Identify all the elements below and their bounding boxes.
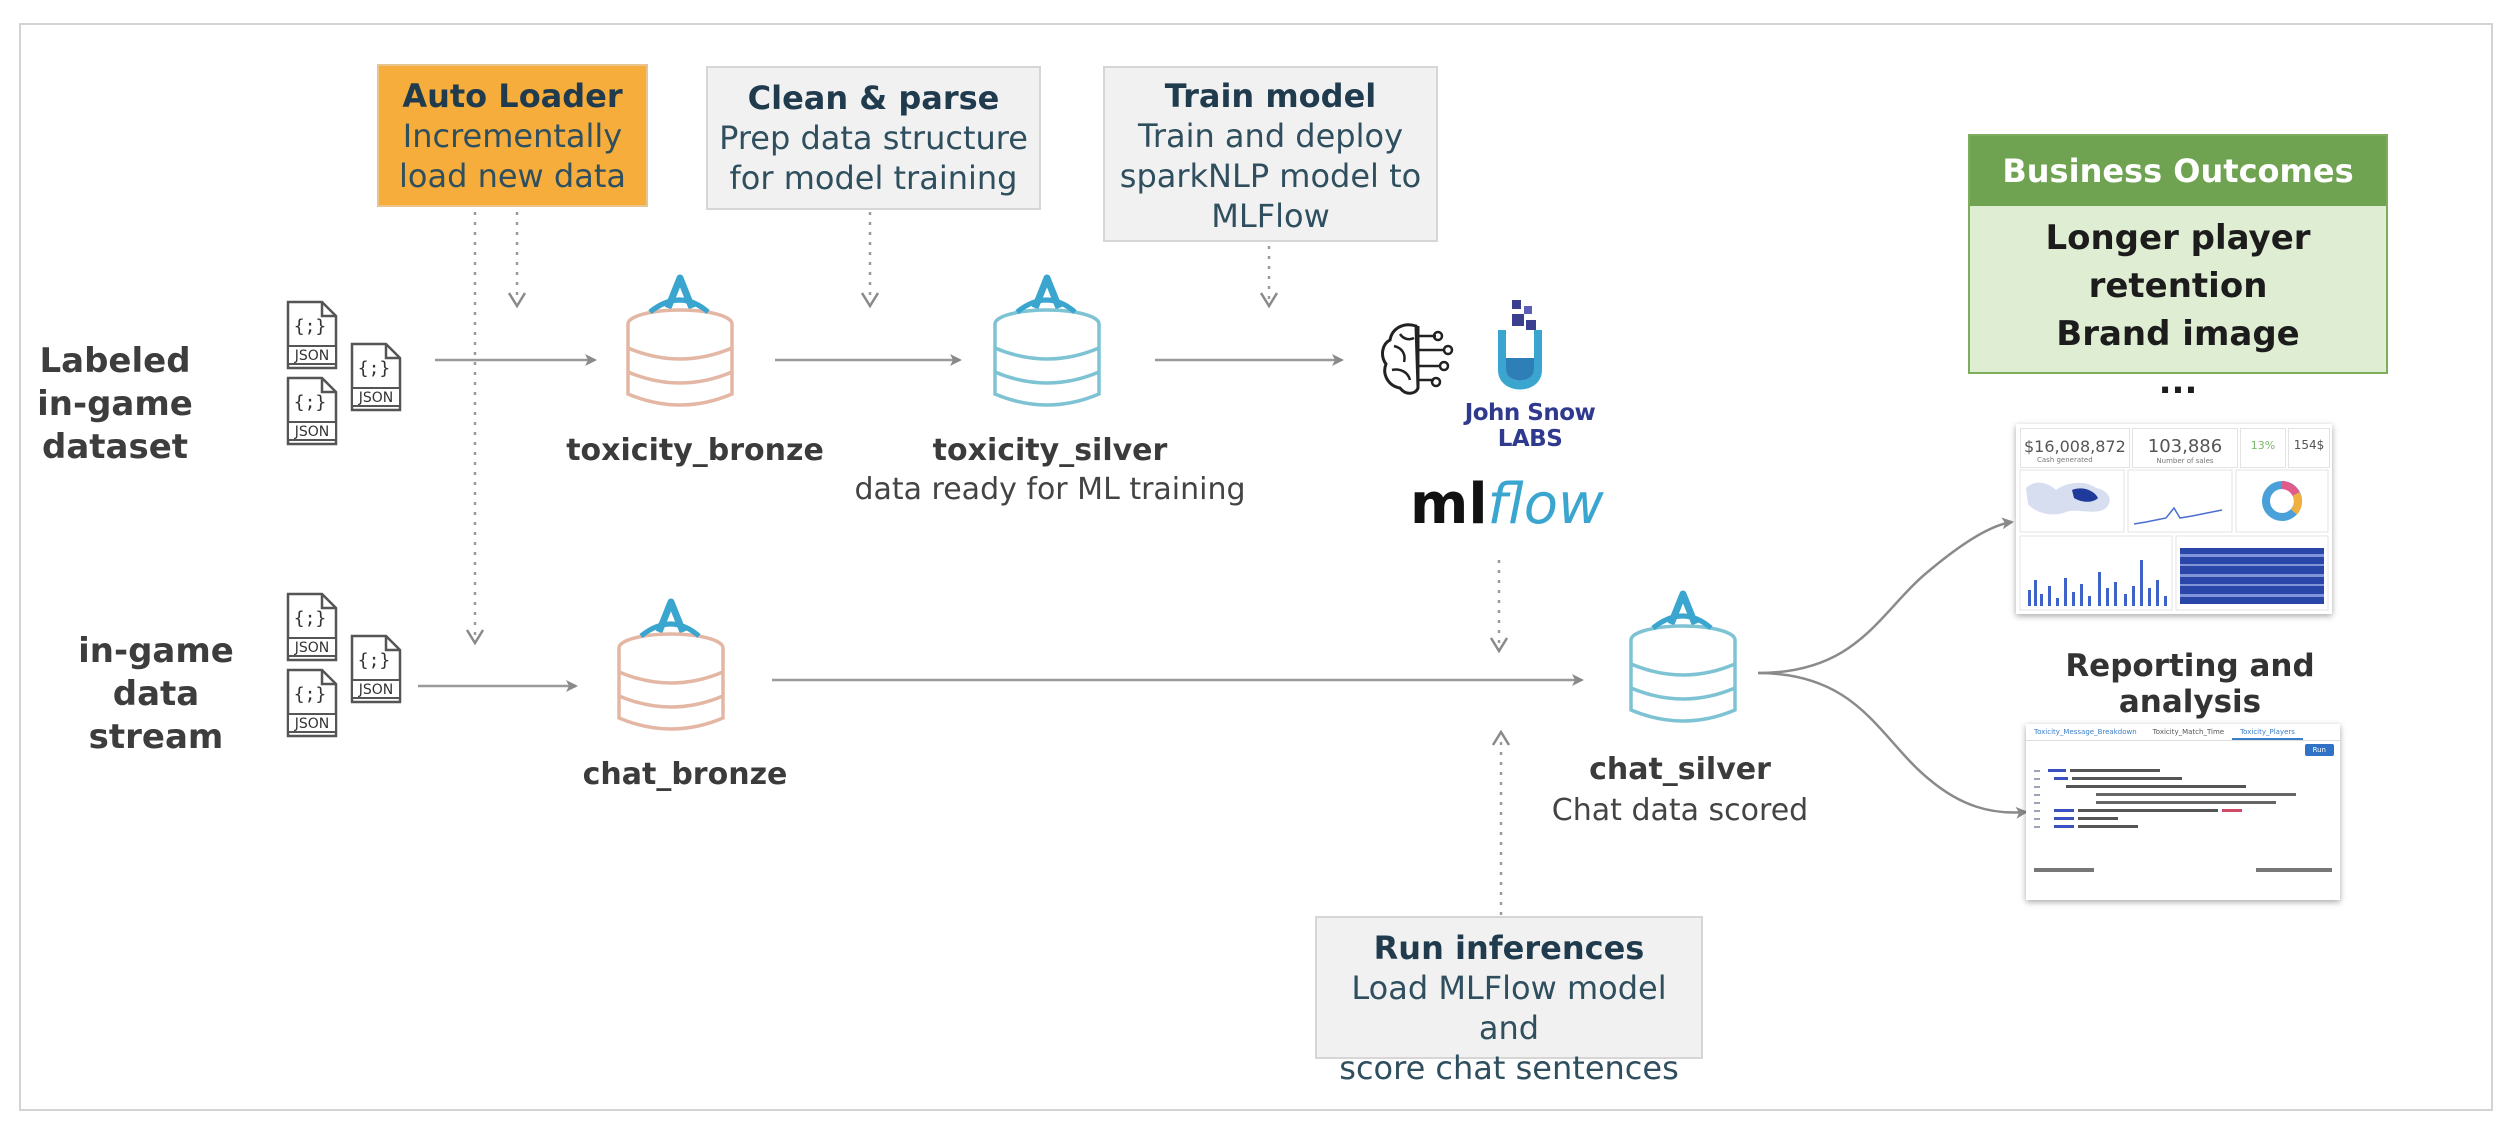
svg-text:JSON: JSON [294, 348, 330, 364]
stream-line-1: in-game data [78, 631, 234, 714]
chat-silver-table-icon [1629, 590, 1737, 723]
curve-to-sql [1757, 671, 2028, 819]
clean-parse-desc-2: for model training [729, 159, 1018, 197]
kpi-value: 13% [2250, 439, 2276, 452]
svg-text:{;}: {;} [294, 392, 327, 413]
kpi-value: $16,008,872 [2024, 437, 2126, 456]
sql-code-lines [2034, 769, 2332, 872]
json-files-top: {;} JSON {;} JSON {;} JSON [286, 300, 402, 446]
sql-tab-bar: Toxicity_Message_Breakdown Toxicity_Matc… [2026, 724, 2340, 741]
mlflow-logo: mlflow [1410, 470, 1604, 540]
kpi-label: Number of sales [2156, 457, 2214, 465]
mlflow-ml-text: ml [1410, 472, 1488, 537]
toxicity-silver-table-icon [993, 274, 1101, 407]
svg-text:JSON: JSON [358, 682, 394, 698]
sql-tab[interactable]: Toxicity_Match_Time [2152, 728, 2225, 736]
sql-editor-thumbnail: Toxicity_Message_Breakdown Toxicity_Matc… [2026, 724, 2340, 900]
run-inferences-desc-2: score chat sentences [1339, 1049, 1679, 1087]
data-stream-label: in-game data stream [36, 630, 276, 759]
toxicity-silver-name: toxicity_silver [932, 433, 1168, 468]
json-file-icon: {;} JSON [286, 300, 338, 370]
svg-text:JSON: JSON [294, 716, 330, 732]
toxicity-bronze-table-icon [626, 274, 734, 407]
clean-parse-desc-1: Prep data structure [719, 119, 1028, 157]
labeled-dataset-label: Labeled in-game dataset [30, 340, 200, 469]
train-model-desc-3: MLFlow [1211, 197, 1330, 235]
clean-parse-box: Clean & parse Prep data structure for mo… [706, 66, 1041, 210]
mlflow-flow-text: flow [1487, 472, 1604, 537]
svg-text:{;}: {;} [294, 608, 327, 629]
train-model-desc-2: sparkNLP model to [1119, 157, 1422, 195]
kpi-value: 103,886 [2147, 436, 2223, 457]
auto-loader-box: Auto Loader Incrementally load new data [377, 64, 648, 207]
train-model-box: Train model Train and deploy sparkNLP mo… [1103, 66, 1438, 242]
flask-icon [1498, 300, 1542, 390]
sql-tab[interactable]: Toxicity_Players [2232, 724, 2303, 740]
auto-loader-desc-2: load new data [399, 157, 626, 195]
sql-tab[interactable]: Toxicity_Message_Breakdown [2034, 728, 2137, 736]
toxicity-bronze-name: toxicity_bronze [566, 433, 824, 468]
chat-silver-desc: Chat data scored [1551, 793, 1809, 828]
auto-loader-desc-1: Incrementally [402, 117, 623, 155]
labeled-line-3: dataset [41, 427, 189, 467]
chat-bronze-label: chat_bronze [540, 757, 830, 792]
toxicity-bronze-label: toxicity_bronze [555, 433, 835, 468]
train-model-title: Train model [1164, 77, 1377, 115]
run-inferences-title: Run inferences [1373, 929, 1645, 967]
json-file-icon: {;} JSON [286, 376, 338, 446]
toxicity-silver-label: toxicity_silver data ready for ML traini… [850, 433, 1250, 507]
business-outcomes-header: Business Outcomes [1970, 136, 2386, 206]
auto-loader-title: Auto Loader [402, 77, 623, 115]
json-file-icon: {;} JSON [286, 668, 338, 738]
curve-to-dashboard [1757, 517, 2014, 675]
json-file-icon: {;} JSON [350, 634, 402, 704]
svg-text:{;}: {;} [294, 316, 327, 337]
reporting-label: Reporting and analysis [2065, 648, 2315, 720]
json-file-icon: {;} JSON [286, 592, 338, 662]
clean-parse-title: Clean & parse [747, 79, 1000, 117]
business-outcomes-box: Business Outcomes Longer player retentio… [1968, 134, 2388, 402]
john-snow-labs-text: John Snow LABS [1464, 400, 1596, 452]
svg-text:JSON: JSON [358, 390, 394, 406]
outcome-item: Brand image [2056, 314, 2300, 354]
toxicity-silver-desc: data ready for ML training [854, 472, 1246, 507]
sql-toolbar: Run [2026, 741, 2340, 759]
chat-silver-name: chat_silver [1589, 752, 1771, 787]
brain-icon [1381, 323, 1454, 395]
train-model-desc-1: Train and deploy [1137, 117, 1404, 155]
stream-line-2: stream [88, 717, 224, 757]
svg-text:JSON: JSON [294, 640, 330, 656]
json-files-bottom: {;} JSON {;} JSON {;} JSON [286, 592, 402, 738]
dashboard-thumbnail: $16,008,872 Cash generated 103,886 Numbe… [2016, 424, 2332, 614]
outcome-item: Longer player retention [2045, 218, 2311, 306]
run-button[interactable]: Run [2304, 744, 2334, 756]
run-inferences-box: Run inferences Load MLFlow model and sco… [1315, 916, 1703, 1087]
outcome-item: ... [2158, 362, 2198, 402]
kpi-value: 154$ [2293, 438, 2325, 452]
kpi-label: Cash generated [2037, 456, 2093, 464]
svg-text:{;}: {;} [294, 684, 327, 705]
labeled-line-2: in-game [37, 384, 193, 424]
json-file-icon: {;} JSON [350, 342, 402, 412]
svg-text:JSON: JSON [294, 424, 330, 440]
svg-text:{;}: {;} [358, 650, 391, 671]
chat-bronze-name: chat_bronze [582, 757, 788, 792]
john-snow-labs-logo: John Snow LABS [1440, 296, 1620, 452]
dashboard-charts [2019, 469, 2329, 611]
chat-silver-label: chat_silver Chat data scored [1530, 752, 1830, 828]
chat-bronze-table-icon [617, 598, 725, 731]
run-inferences-desc-1: Load MLFlow model and [1351, 969, 1667, 1047]
labeled-line-1: Labeled [39, 341, 191, 381]
svg-text:{;}: {;} [358, 358, 391, 379]
